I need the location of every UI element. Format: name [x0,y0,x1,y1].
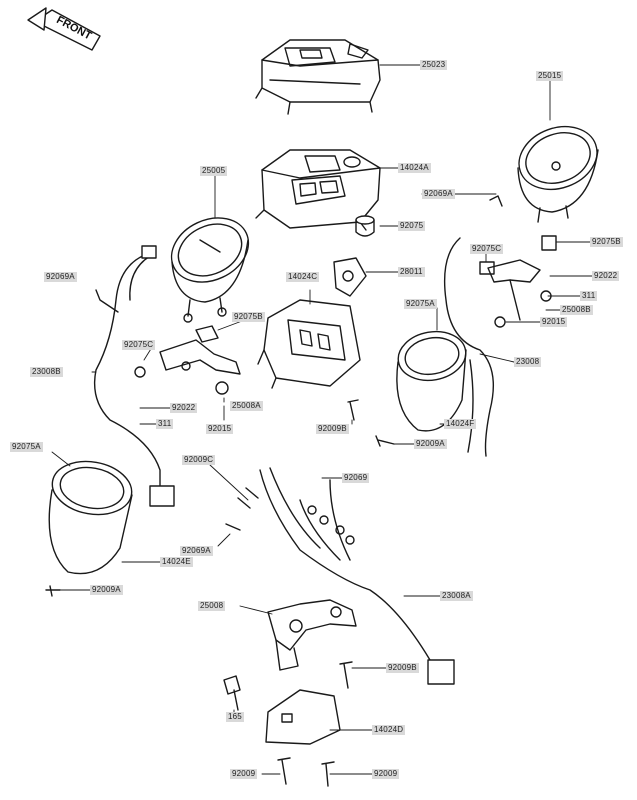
part-label-165: 165 [226,712,244,722]
bracket-25008 [268,600,356,670]
part-label-92075: 92075 [398,221,426,231]
part-label-92075A-left: 92075A [10,442,43,452]
part-label-14024D: 14024D [372,725,406,735]
part-label-14024C: 14024C [286,272,320,282]
part-label-92069A-top: 92069A [422,189,455,199]
part-label-14024E: 14024E [160,557,193,567]
part-label-92009B-center: 92009B [316,424,349,434]
part-label-25008B: 25008B [560,305,593,315]
part-label-92069A-bottom: 92069A [180,546,213,556]
part-label-28011: 28011 [398,267,425,277]
part-label-92075B-right: 92075B [590,237,623,247]
part-label-92075C: 92075C [470,244,504,254]
part-label-92075B-left: 92075B [232,312,265,322]
grommet-92075 [356,216,374,236]
part-label-92009A-bottom: 92009A [90,585,123,595]
harness-23008A [260,468,454,684]
screws [46,196,502,786]
front-arrow-icon [28,8,100,50]
part-label-14024F: 14024F [444,419,477,429]
meter-case-14024A [256,150,380,230]
part-label-92009B-bottom: 92009B [386,663,419,673]
plate-14024D [266,690,340,744]
bracket-right [480,236,556,327]
part-label-25005: 25005 [200,166,228,176]
part-label-92015-right: 92015 [540,317,568,327]
part-label-92075C-left: 92075C [122,340,156,350]
part-label-92069A-left: 92069A [44,272,77,282]
meter-25015 [510,116,606,222]
meter-cup-92075A-right [394,326,469,430]
part-label-92069: 92069 [342,473,370,483]
leader-lines [52,65,592,774]
part-label-92015-left: 92015 [206,424,234,434]
part-label-25008: 25008 [198,601,226,611]
part-label-14024A: 14024A [398,163,431,173]
housing-14024C [258,300,360,388]
part-label-23008: 23008 [514,357,542,367]
part-label-25015: 25015 [536,71,564,81]
part-label-92009-left: 92009 [230,769,258,779]
part-label-23008B: 23008B [30,367,63,377]
meter-cup-92075A-left [48,455,136,573]
indicator-28011 [334,258,366,296]
part-label-92009C: 92009C [182,455,216,465]
bracket-left [135,326,240,394]
part-label-92075A-center: 92075A [404,299,437,309]
part-label-92009-right: 92009 [372,769,400,779]
part-label-311-right: 311 [580,291,598,301]
part-label-311-left: 311 [156,419,174,429]
part-label-92022-left: 92022 [170,403,198,413]
meter-25005 [161,206,259,322]
part-label-92022-right: 92022 [592,271,620,281]
part-label-25008A: 25008A [230,401,263,411]
top-cover-25023 [256,40,380,114]
part-label-25023: 25023 [420,60,448,70]
harness-23008 [445,238,494,456]
harness-23008B [95,246,174,506]
part-label-92009A-center: 92009A [414,439,447,449]
part-label-23008A: 23008A [440,591,473,601]
